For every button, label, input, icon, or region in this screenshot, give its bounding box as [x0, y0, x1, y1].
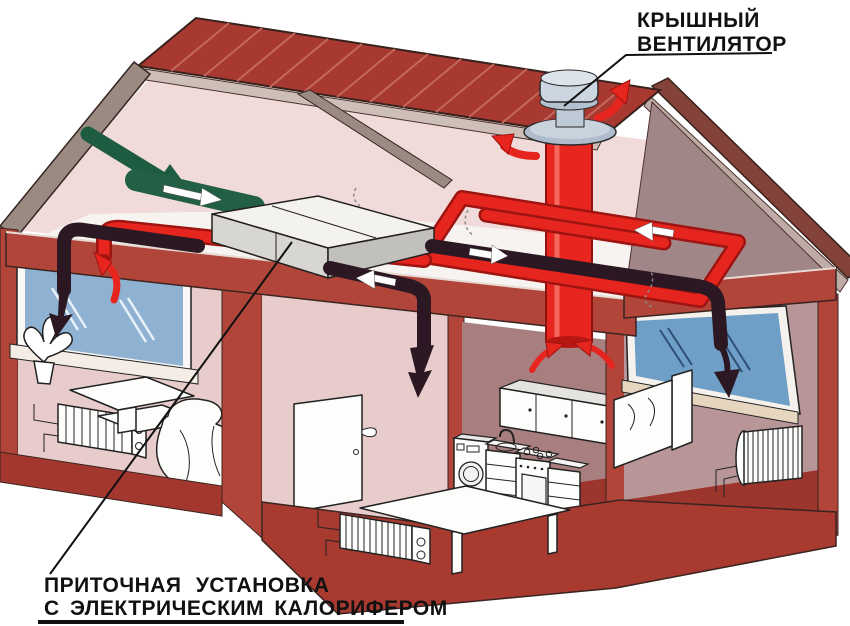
air-squiggle — [353, 187, 361, 207]
radiator-valve — [416, 550, 426, 560]
airflow-arrow-left-head — [355, 269, 376, 290]
supply-duct-left — [57, 222, 205, 297]
wall-column — [221, 281, 263, 540]
radiator-fins — [65, 405, 123, 452]
air-squiggle — [644, 261, 655, 309]
side-table-top — [69, 376, 195, 411]
door-knob — [353, 449, 359, 455]
cabinet-dividers — [535, 394, 573, 438]
exhaust-arrows — [93, 79, 631, 373]
washer-door-inner — [463, 466, 479, 482]
supply-duct-right — [425, 239, 728, 351]
radiator-valve — [416, 537, 426, 547]
washer-panel — [456, 443, 465, 451]
hall-radiator — [317, 511, 431, 565]
radiator-pipe — [43, 433, 59, 452]
stove-controls — [519, 464, 544, 471]
roof-exhaust-arrow-head — [490, 133, 515, 156]
drawer-cabinet-top — [546, 457, 590, 469]
side-table-support — [117, 406, 137, 434]
intake-arrow — [80, 126, 168, 186]
exhaust-inner-duct — [481, 210, 669, 248]
living-room — [0, 227, 246, 517]
burner — [536, 452, 544, 460]
table-leg — [547, 513, 558, 555]
roof-fan-leader-line — [563, 52, 773, 107]
dining-table — [359, 485, 571, 575]
supply-unit-label-line2: С ЭЛЕКТРИЧЕСКИМ КАЛОРИФЕРОМ — [44, 597, 448, 620]
supply-ducts — [49, 222, 740, 398]
roof-fan-label-line1: КРЫШНЫЙ — [637, 8, 760, 32]
supply-unit-label-line1: ПРИТОЧНАЯ УСТАНОВКА — [44, 574, 329, 597]
airflow-arrows — [355, 221, 675, 290]
air-squiggle — [464, 209, 475, 237]
roof-fan-label-line2: ВЕНТИЛЯТОР — [637, 33, 787, 56]
supply-unit-leader-line — [49, 241, 293, 575]
living-room-exhaust-arrow-head — [93, 250, 113, 278]
cabinet-knob — [564, 414, 568, 418]
radiator-pipe — [723, 475, 738, 497]
washer-door — [458, 461, 484, 487]
table-leg — [451, 529, 463, 575]
radiator-pipe — [325, 539, 341, 556]
annotations: КРЫШНЫЙ ВЕНТИЛЯТОР ПРИТОЧНАЯ УСТАНОВКА С… — [38, 8, 787, 624]
bedroom — [613, 300, 818, 560]
right-outer-wall — [817, 293, 839, 545]
radiator-pipe — [715, 465, 738, 492]
bed-headboard — [671, 369, 693, 451]
sink-counter — [484, 439, 532, 451]
supply-down-arrow — [408, 345, 434, 398]
radiator-end-plate — [411, 525, 431, 565]
door-handle — [361, 427, 377, 438]
cabinet-knob — [600, 420, 604, 424]
bed-mattress — [613, 379, 673, 469]
roof — [0, 16, 663, 240]
supply-down-arrow — [714, 369, 740, 398]
hall-radiator-fins — [345, 515, 407, 559]
supply-unit-seam — [271, 205, 377, 239]
airflow-arrow-right-head — [490, 244, 509, 265]
faucet-icon — [499, 428, 515, 445]
intake — [80, 126, 265, 218]
bedroom-window-reflections — [659, 327, 751, 373]
roof-fan — [523, 69, 617, 146]
bean-bag-folds — [179, 425, 221, 483]
hallway — [262, 287, 448, 535]
airflow-arrow-right-head — [199, 187, 223, 207]
living-room-floor — [0, 451, 223, 517]
washer-panel — [466, 445, 480, 453]
door — [293, 394, 363, 513]
flower-pot — [33, 360, 55, 385]
roof-exhaust-arrow-head — [609, 79, 631, 105]
table-top — [359, 485, 571, 535]
burner — [545, 450, 553, 458]
blanket-folds — [627, 397, 655, 431]
bedroom-radiator-fins — [747, 426, 799, 484]
burner — [523, 448, 531, 456]
cabinet-knob — [528, 408, 532, 412]
supply-down-arrow — [49, 294, 73, 338]
roof-exhaust-arrow — [594, 94, 625, 122]
kitchen-exhaust-arrow-head — [572, 339, 593, 357]
right-gable — [623, 77, 850, 303]
sink-basin — [495, 442, 517, 452]
rafter-beam — [296, 89, 453, 189]
fan-flange-top — [530, 119, 610, 139]
gable-roof-band — [650, 77, 850, 279]
supply-duct-middle — [323, 261, 432, 357]
radiator-pipe — [317, 511, 341, 531]
airflow-arrow-left-head — [633, 221, 654, 242]
fan-cap-top — [540, 69, 598, 87]
kitchen-exhaust-arrow-head — [545, 341, 566, 359]
living-room-exhaust-arrow — [104, 262, 121, 304]
burner — [532, 446, 540, 454]
supply-unit — [211, 195, 435, 280]
radiator-pipe — [33, 404, 59, 425]
supply-unit-label-underline — [38, 620, 404, 624]
